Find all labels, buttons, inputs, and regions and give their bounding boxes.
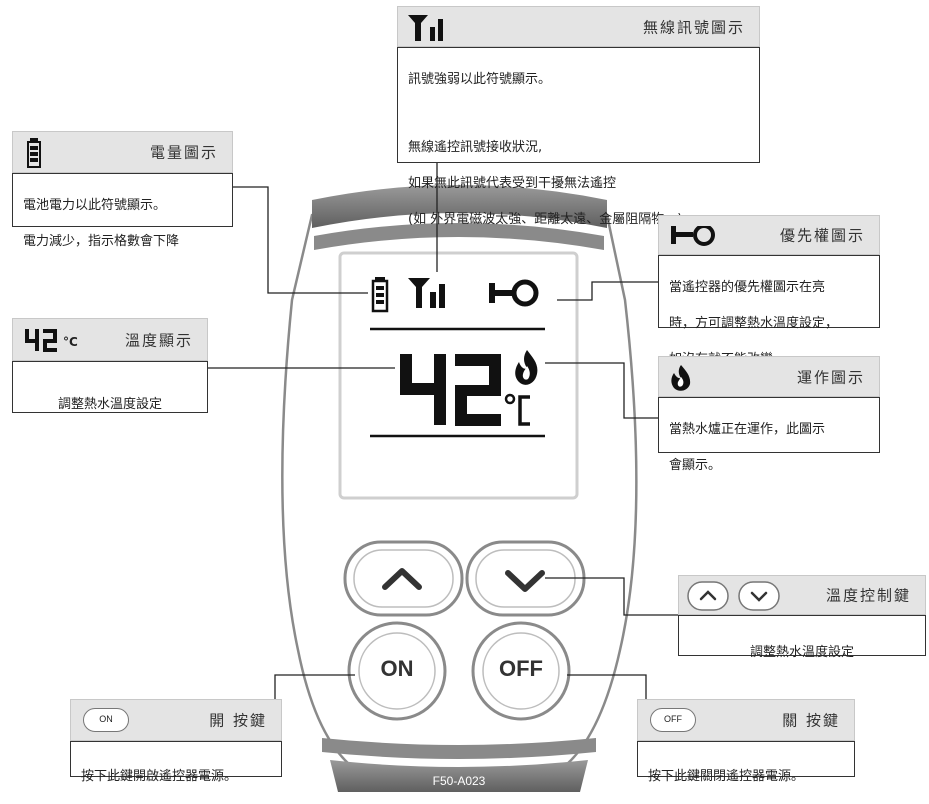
flame-icon — [671, 365, 691, 391]
battery-icon — [27, 138, 41, 168]
signal-icon — [408, 15, 443, 41]
temp-control-title: 溫度控制鍵 — [825, 586, 911, 605]
on-key-callout-body: 按下此鍵開啟遙控器電源。 — [70, 741, 282, 784]
battery-callout-header: 電量圖示 — [12, 131, 233, 173]
priority-callout-body: 當遙控器的優先權圖示在亮 時，方可調整熱水溫度設定， 如沒有就不能改變。 — [658, 255, 880, 367]
operation-callout-body: 當熱水爐正在運作，此圖示 會顯示。 — [658, 397, 880, 473]
lcd-screen — [338, 251, 579, 500]
off-key-callout-header: OFF 關 按鍵 — [637, 699, 855, 741]
signal-icon — [408, 278, 445, 308]
operation-callout-header: 運作圖示 — [658, 356, 880, 397]
signal-callout-header: 無線訊號圖示 — [397, 6, 760, 47]
temperature-callout-body: 調整熱水溫度設定 — [12, 361, 208, 413]
temperature-display-icon — [25, 329, 57, 352]
temperature-title: 溫度顯示 — [124, 331, 193, 349]
temp-control-callout-header: 溫度控制鍵 — [678, 575, 926, 615]
down-button — [465, 540, 586, 617]
on-key-title: 開 按鍵 — [209, 711, 267, 730]
battery-callout-body: 電池電力以此符號顯示。 電力減少，指示格數會下降 — [12, 173, 233, 249]
operation-title: 運作圖示 — [796, 368, 865, 386]
battery-icon — [371, 277, 389, 313]
temperature-icon-unit: °C — [63, 335, 78, 349]
temperature-callout-header: °C 溫度顯示 — [12, 318, 208, 361]
signal-title: 無線訊號圖示 — [642, 18, 745, 36]
priority-callout-header: 優先權圖示 — [658, 215, 880, 255]
flame-icon — [515, 350, 538, 385]
up-down-keys-icon — [687, 581, 780, 611]
off-key-icon: OFF — [650, 708, 696, 732]
off-key-callout-body: 按下此鍵關閉遙控器電源。 — [637, 741, 855, 784]
model-label: F50-A023 — [432, 774, 486, 788]
on-button[interactable]: ON — [380, 656, 414, 681]
priority-title: 優先權圖示 — [779, 226, 865, 245]
battery-title: 電量圖示 — [149, 143, 218, 162]
up-button — [343, 540, 464, 617]
on-key-callout-header: ON 開 按鍵 — [70, 699, 282, 741]
temp-control-callout-body: 調整熱水溫度設定 — [678, 615, 926, 660]
signal-callout-body: 訊號強弱以此符號顯示。 無線遙控訊號接收狀況, 如果無此訊號代表受到干擾無法遙控… — [397, 47, 760, 227]
temperature-digits — [400, 354, 501, 426]
key-icon — [489, 279, 539, 307]
off-key-title: 關 按鍵 — [782, 711, 840, 730]
off-button[interactable]: OFF — [499, 656, 543, 681]
key-icon — [671, 226, 715, 246]
top-band — [312, 185, 607, 228]
on-key-icon: ON — [83, 708, 129, 732]
